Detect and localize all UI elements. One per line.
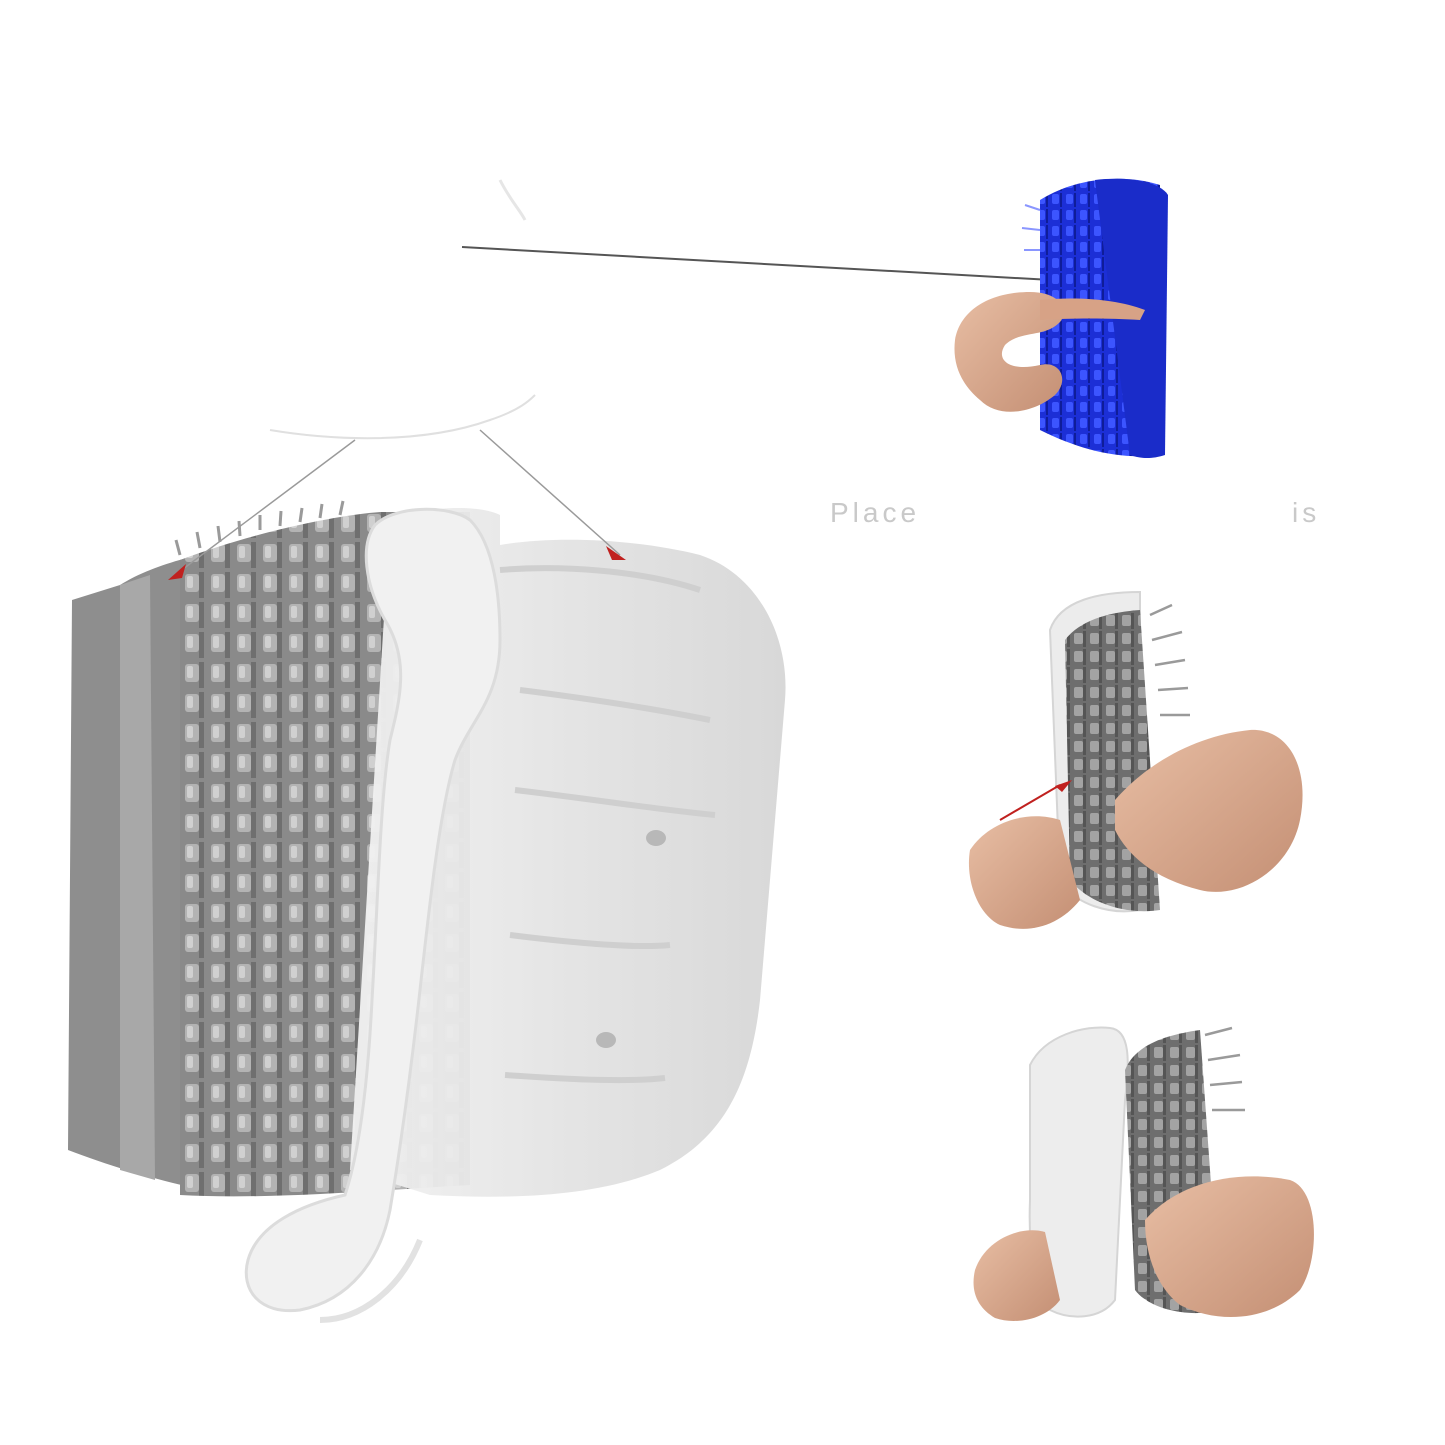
caption-left: Place [830, 497, 920, 528]
brush-remove-step [973, 1026, 1314, 1321]
hand-right [1115, 729, 1303, 892]
brush-insert-step [968, 590, 1303, 929]
clear-mounting-shell [244, 507, 786, 1323]
shell-ribs [499, 565, 716, 1084]
bristle-tips [174, 500, 345, 556]
caption-right: is [1292, 497, 1320, 528]
bristle-tips-small [1149, 603, 1190, 717]
bristle-tips-bottom [1204, 1026, 1245, 1112]
hand [954, 292, 1064, 412]
guide-arrows [168, 394, 626, 580]
hand-right-bottom [1145, 1176, 1314, 1317]
hand-left [968, 816, 1080, 929]
blue-brush-in-hand [461, 178, 1168, 459]
hand-left-bottom [973, 1230, 1060, 1321]
tip-marks [1021, 204, 1041, 251]
